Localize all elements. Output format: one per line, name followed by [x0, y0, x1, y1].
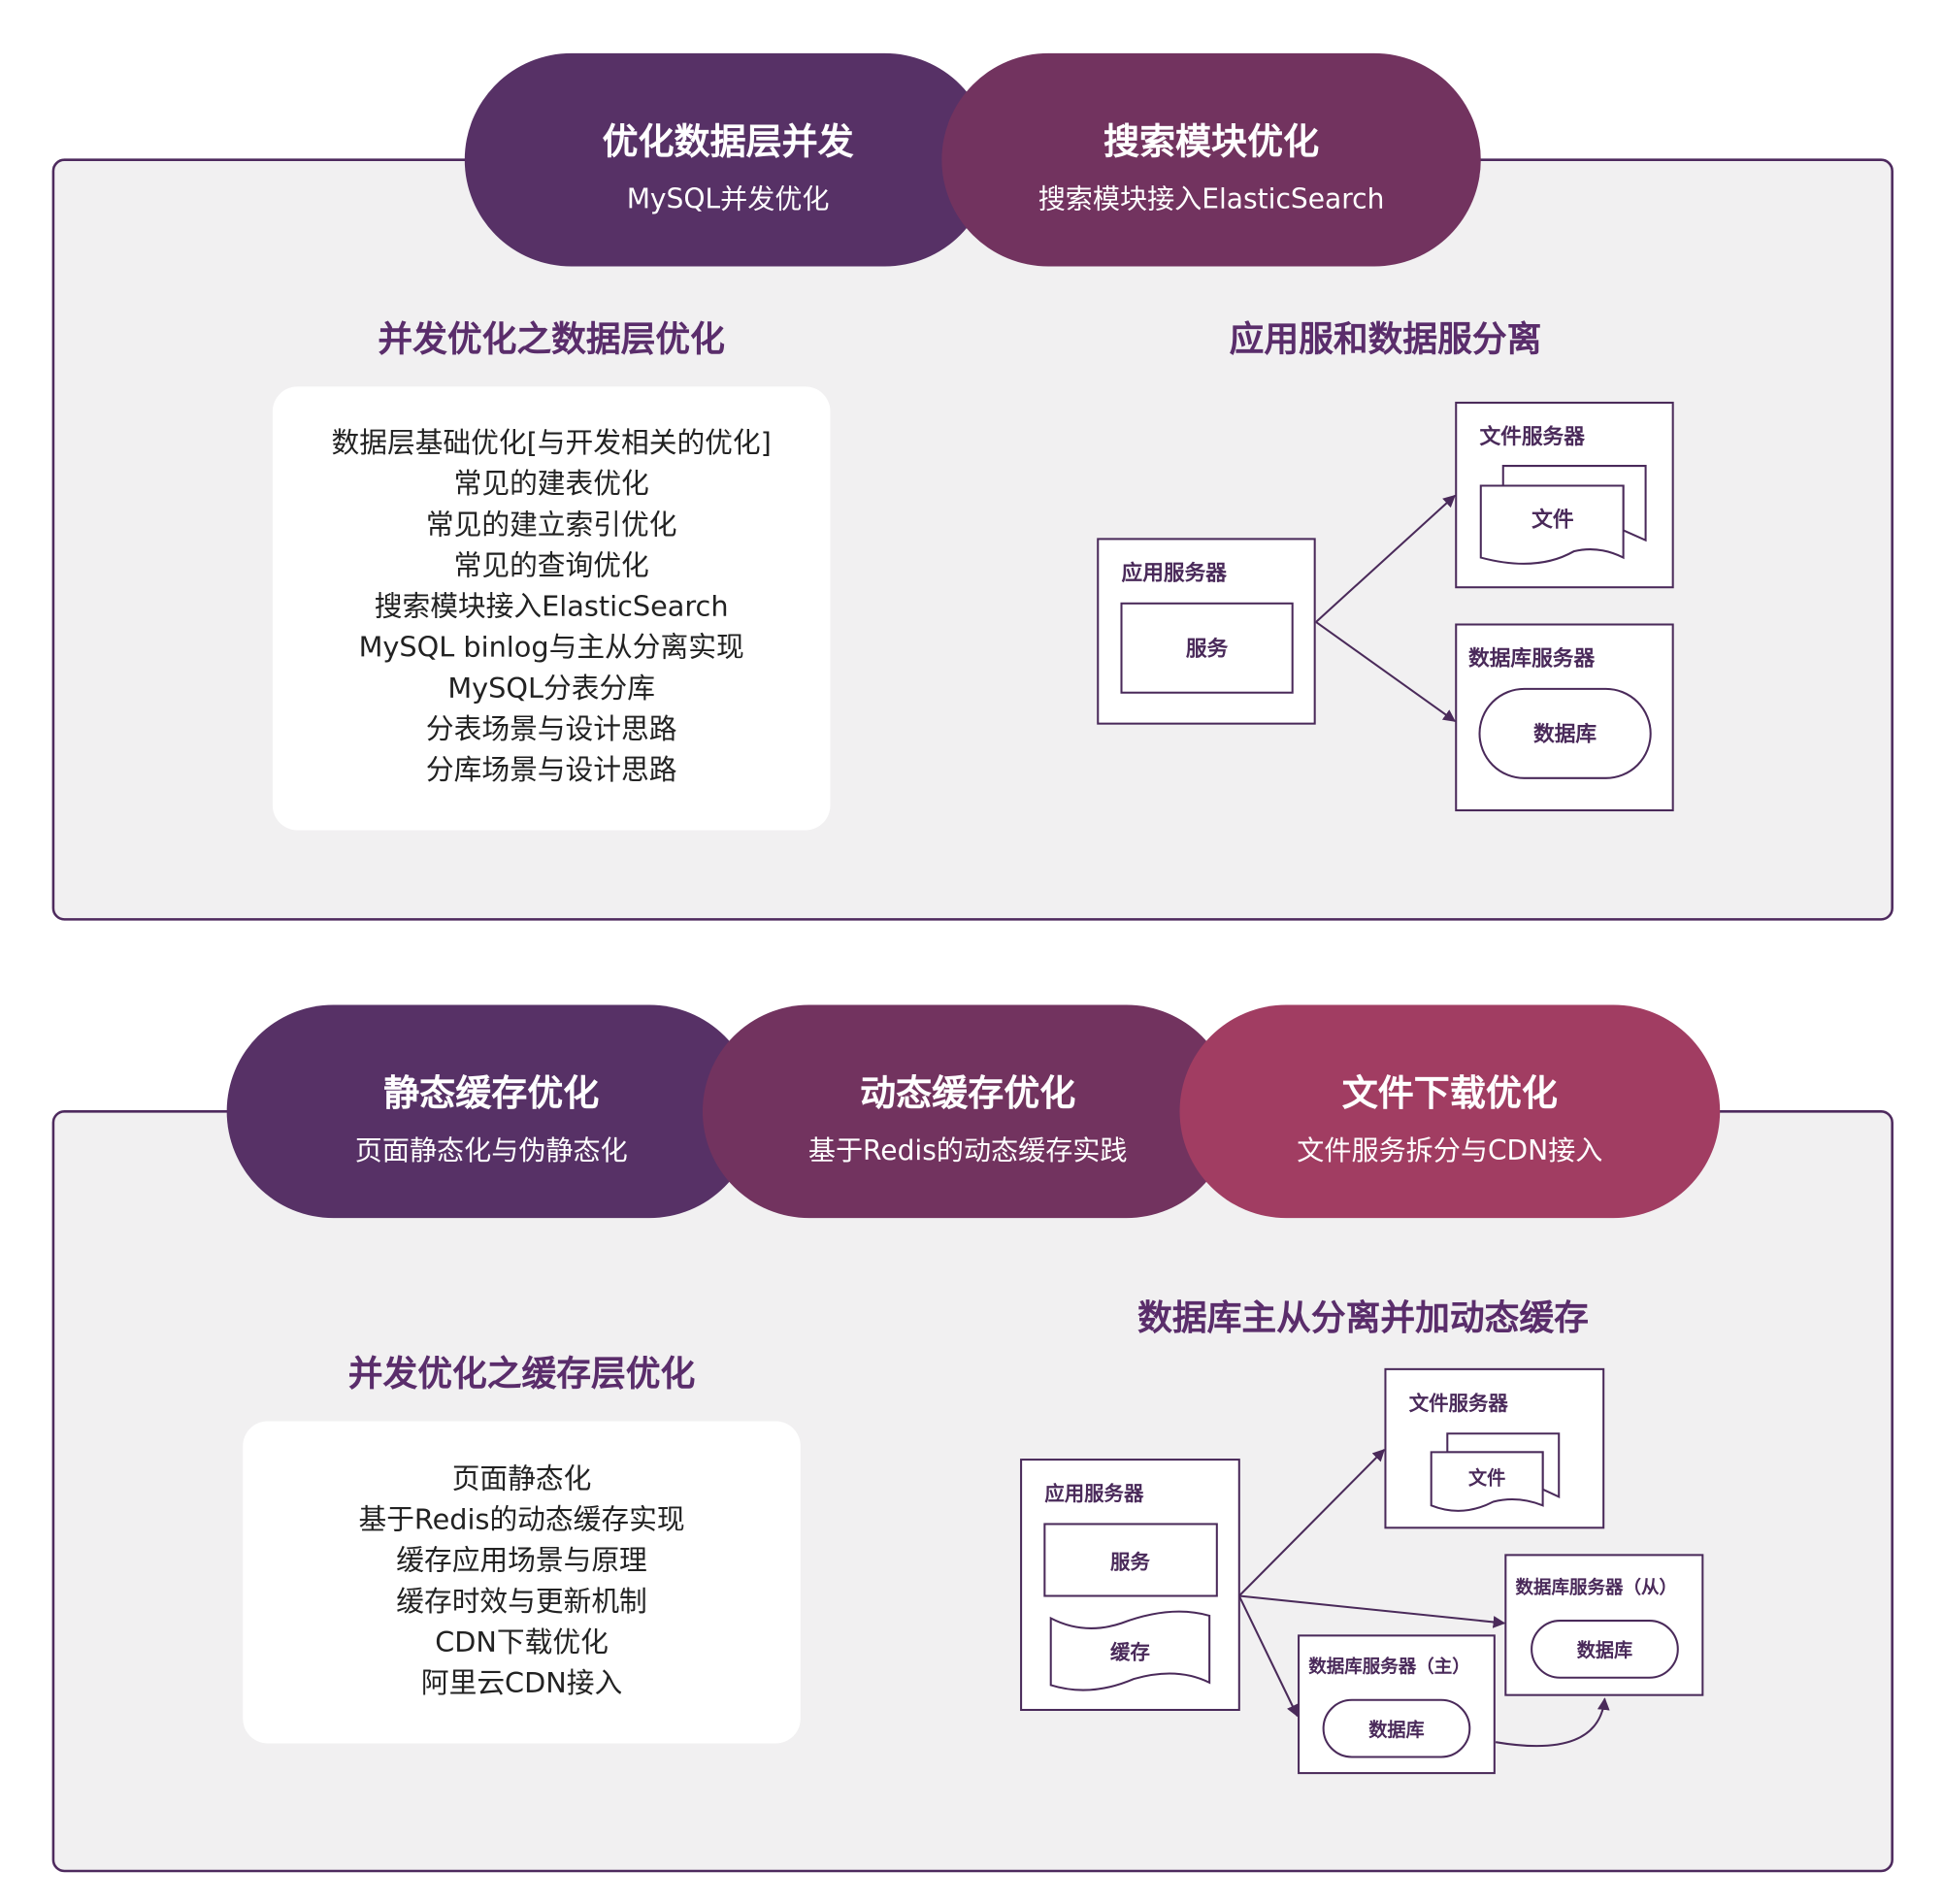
- pill-dynamic-cache: 动态缓存优化 基于Redis的动态缓存实践: [702, 1004, 1234, 1219]
- db-label: 数据库: [1577, 1639, 1632, 1661]
- pill-file-download: 文件下载优化 文件服务拆分与CDN接入: [1179, 1004, 1721, 1219]
- service-box: [1043, 1523, 1218, 1597]
- file-label: 文件: [1468, 1467, 1505, 1490]
- arrow-to-db-server: [1315, 621, 1457, 722]
- pill-subtitle: 搜索模块接入ElasticSearch: [1037, 184, 1385, 216]
- pill-subtitle: 文件服务拆分与CDN接入: [1297, 1135, 1603, 1167]
- db-label: 数据库: [1533, 722, 1597, 747]
- list-item: 常见的建表优化: [453, 468, 649, 501]
- list-item: MySQL分表分库: [447, 673, 655, 706]
- pill-subtitle: MySQL并发优化: [626, 184, 830, 216]
- db-pill: [1322, 1698, 1471, 1758]
- pill-static-cache: 静态缓存优化 页面静态化与伪静态化: [226, 1004, 756, 1219]
- cache-icon: [1049, 1610, 1211, 1691]
- list-item: 分库场景与设计思路: [425, 754, 677, 787]
- pill-search: 搜索模块优化 搜索模块接入ElasticSearch: [941, 52, 1481, 267]
- arrow-to-db-slave: [1238, 1594, 1506, 1628]
- list-item: 基于Redis的动态缓存实现: [358, 1504, 685, 1537]
- section-heading: 并发优化之缓存层优化: [347, 1353, 696, 1395]
- db-label: 数据库: [1368, 1719, 1424, 1741]
- arrow-to-file-server: [1238, 1448, 1386, 1597]
- service-box: [1120, 602, 1294, 694]
- pill-title: 搜索模块优化: [1103, 119, 1320, 163]
- list-item: 搜索模块接入ElasticSearch: [374, 591, 729, 624]
- service-label: 服务: [1186, 637, 1229, 661]
- file-doc-icon: [1430, 1451, 1544, 1512]
- topic-card: 数据层基础优化[与开发相关的优化] 常见的建表优化 常见的建立索引优化 常见的查…: [272, 386, 831, 831]
- list-item: 数据层基础优化[与开发相关的优化]: [331, 427, 772, 460]
- pill-subtitle: 页面静态化与伪静态化: [354, 1135, 628, 1167]
- list-item: 缓存时效与更新机制: [396, 1586, 647, 1619]
- list-item: CDN下载优化: [435, 1626, 609, 1659]
- section-heading: 并发优化之数据层优化: [378, 318, 725, 360]
- file-doc-icon: [1479, 484, 1625, 565]
- section-heading: 数据库主从分离并加动态缓存: [1137, 1297, 1589, 1338]
- cache-label: 缓存: [1110, 1641, 1150, 1664]
- section-heading: 应用服和数据服分离: [1229, 318, 1542, 360]
- list-item: 阿里云CDN接入: [420, 1667, 623, 1700]
- app-server-label: 应用服务器: [1044, 1482, 1144, 1505]
- list-item: 缓存应用场景与原理: [396, 1545, 647, 1578]
- pill-title: 动态缓存优化: [860, 1071, 1076, 1114]
- db-slave-label: 数据库服务器（从）: [1516, 1577, 1678, 1598]
- topic-card: 页面静态化 基于Redis的动态缓存实现 缓存应用场景与原理 缓存时效与更新机制…: [243, 1421, 801, 1744]
- arrow-to-db-master: [1237, 1595, 1299, 1718]
- list-item: 常见的建立索引优化: [425, 509, 677, 542]
- list-item: 常见的查询优化: [453, 549, 649, 583]
- arrow-to-file-server: [1315, 494, 1456, 623]
- pill-subtitle: 基于Redis的动态缓存实践: [807, 1135, 1128, 1167]
- pill-title: 文件下载优化: [1341, 1071, 1558, 1114]
- db-pill: [1478, 687, 1652, 779]
- file-label: 文件: [1531, 508, 1574, 533]
- db-master-label: 数据库服务器（主）: [1308, 1657, 1470, 1678]
- db-server-label: 数据库服务器: [1468, 646, 1595, 672]
- replication-arrow: [1495, 1697, 1610, 1748]
- service-label: 服务: [1110, 1550, 1150, 1573]
- db-pill: [1531, 1620, 1679, 1679]
- pill-title: 静态缓存优化: [383, 1071, 600, 1114]
- pill-title: 优化数据层并发: [602, 119, 854, 163]
- list-item: 页面静态化: [451, 1462, 592, 1496]
- list-item: 分表场景与设计思路: [425, 713, 677, 746]
- app-server-label: 应用服务器: [1122, 561, 1228, 586]
- list-item: MySQL binlog与主从分离实现: [358, 632, 744, 665]
- pill-data-layer: 优化数据层并发 MySQL并发优化: [464, 52, 992, 267]
- file-server-label: 文件服务器: [1479, 424, 1585, 449]
- file-server-label: 文件服务器: [1409, 1392, 1509, 1415]
